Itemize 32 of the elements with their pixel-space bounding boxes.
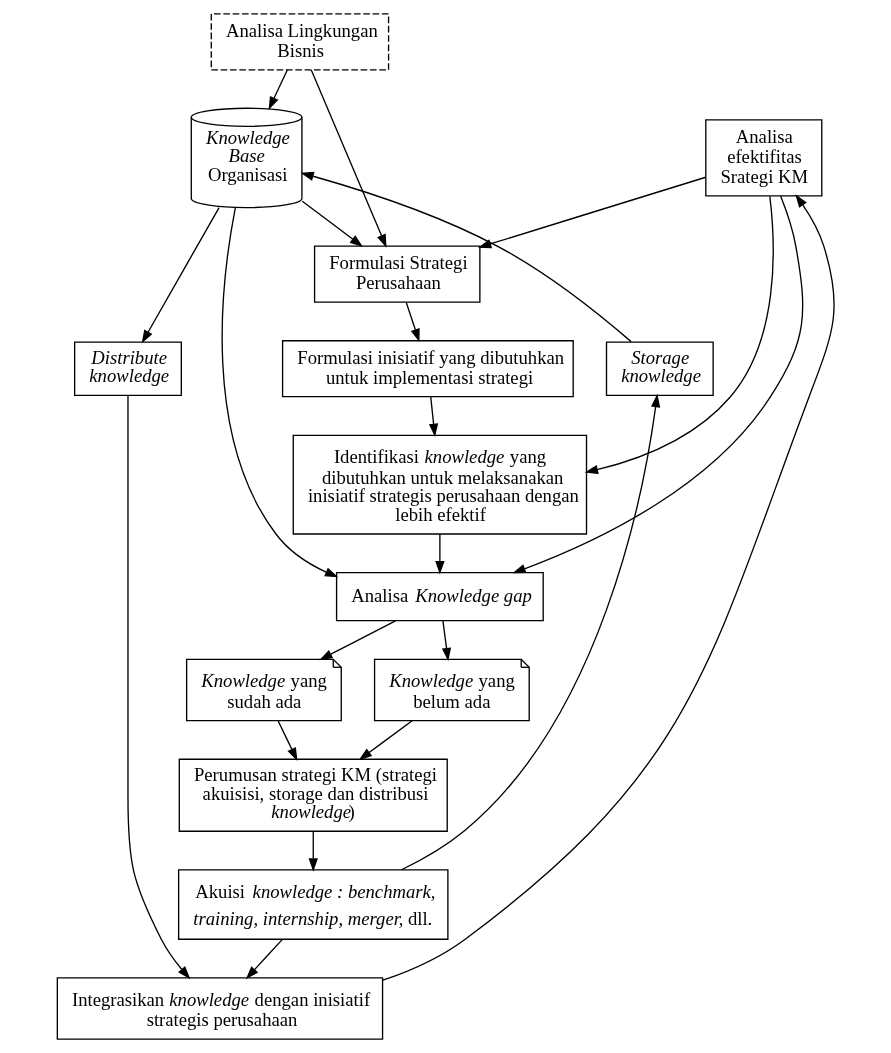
arrow [308, 830, 318, 872]
node-box: Storage knowledge [605, 341, 714, 397]
node-box: Identifikasi knowledge yang dibutuhkan untuk melaksanakan inisiatif strategis perusahaan dengan lebih efektif [292, 434, 587, 535]
arrow [126, 394, 190, 980]
node-box: Analisa efektifitas Srategi KM [704, 119, 822, 197]
arrow [318, 620, 396, 661]
arrow [358, 720, 413, 761]
arrow [434, 533, 445, 575]
arrow [277, 720, 297, 762]
arrow [381, 194, 835, 981]
node-box: Integrasikan knowledge dengan inisiatif strategis perusahaan [56, 977, 383, 1040]
arrow [441, 620, 451, 662]
arrow [299, 171, 632, 343]
node-box: Analisa Knowledge gap [335, 572, 544, 622]
arrow [584, 195, 774, 475]
arrow [310, 69, 387, 248]
node-box: Perumusan strategi KM (strategi akuisisi, storage dan distribusi knowledge) [178, 758, 448, 832]
node-box: Distribute knowledge [73, 341, 182, 397]
arrow [477, 176, 706, 249]
arrow [245, 938, 283, 980]
node-box: Formulasi inisiatif yang dibutuhkan untuk implementasi strategi [281, 340, 574, 398]
arrow [400, 393, 660, 871]
node-box: Analisa Lingkungan Bisnis [210, 13, 389, 71]
node-box: Akuisi knowledge : benchmark, training, internship, merger, dll. [177, 869, 449, 940]
arrow [428, 396, 438, 437]
arrow [405, 301, 420, 343]
arrow [141, 206, 220, 344]
arrow [268, 69, 288, 110]
node-box: Formulasi Strategi Perusahaan [313, 245, 481, 303]
arrow [221, 206, 338, 578]
arrow [301, 200, 363, 247]
arrow [511, 195, 803, 574]
